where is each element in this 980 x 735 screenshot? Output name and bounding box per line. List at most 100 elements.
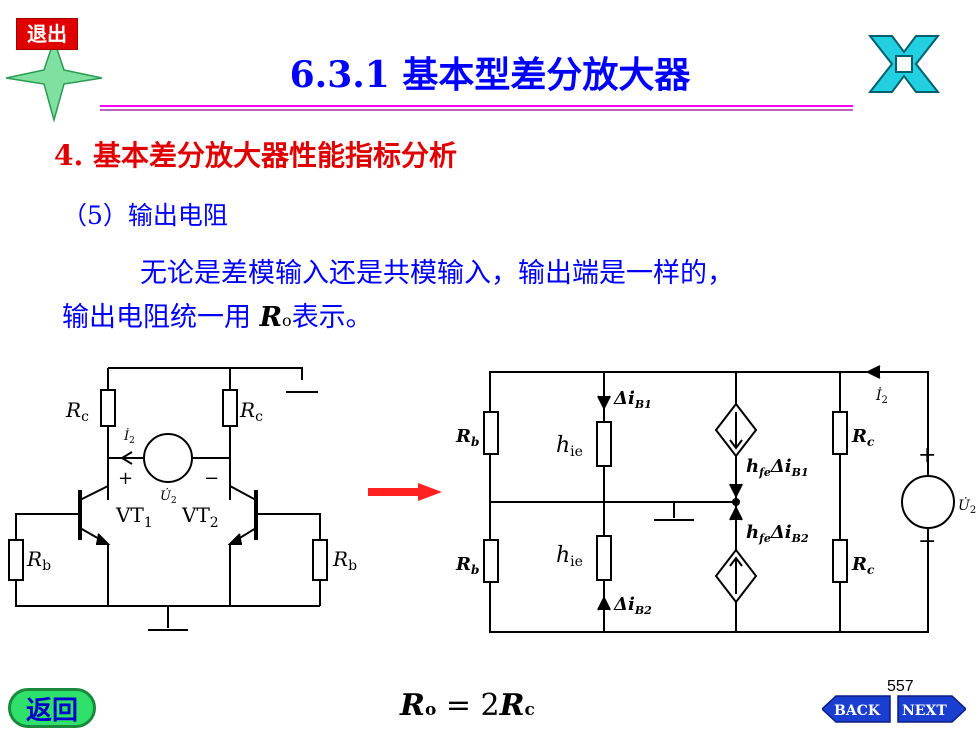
rc-upper-sub: c (867, 435, 875, 449)
rc-lower-label: R (851, 554, 867, 575)
svg-text:İ2: İ2 (875, 386, 888, 406)
rb-right-resistor (312, 539, 328, 581)
plus-left: + (118, 468, 133, 489)
i2-right-sub: 2 (882, 395, 888, 406)
minus-left: − (204, 468, 219, 489)
hie-upper-label: h (556, 433, 570, 458)
svg-text:Rc: Rc (851, 426, 875, 449)
di-b1-sub: B1 (634, 398, 652, 411)
back-button[interactable]: BACK (822, 694, 892, 724)
formula-eq: = 2 (436, 688, 500, 723)
hfe-b2-sub: fe (758, 532, 771, 545)
output-resistance-formula: Ro = 2Rc (400, 688, 535, 723)
hie-upper (596, 421, 612, 467)
u2-left-sub: 2 (171, 496, 177, 506)
rc-upper (832, 411, 848, 455)
hfe-b1-tail: Δi (770, 456, 792, 477)
plus-right: + (918, 443, 936, 468)
paragraph-text-end: 表示。 (291, 302, 373, 333)
rc-upper-label: R (851, 426, 867, 447)
next-button[interactable]: NEXT (896, 694, 966, 724)
u2-left-label: U̇ (160, 488, 172, 504)
svg-text:hie: hie (556, 543, 583, 570)
rb-upper-sub: b (471, 435, 479, 449)
rb-left-label: R (26, 547, 42, 571)
body-paragraph: 无论是差模输入还是共模输入，输出端是一样的， 输出电阻统一用 Ro表示。 (62, 252, 882, 343)
rc-left-label: R (65, 398, 81, 422)
svg-text:hie: hie (556, 433, 583, 460)
vt1-label: VT (115, 503, 144, 527)
svg-text:hfeΔiB2: hfeΔiB2 (746, 522, 809, 545)
rb-upper (483, 411, 499, 455)
u2-source-left (143, 433, 193, 483)
hfe-b1-label: h (746, 456, 759, 477)
di-b2-sub: B2 (634, 604, 652, 617)
vt2-sub: 2 (210, 515, 219, 531)
formula-rhs-sub: c (524, 700, 535, 720)
next-label: NEXT (902, 703, 947, 719)
rc-right-sub: c (255, 409, 263, 425)
u2-right-label: U̇ (958, 496, 971, 514)
hie-upper-sub: ie (570, 444, 583, 460)
hie-lower (596, 535, 612, 581)
close-cross-icon[interactable] (866, 30, 944, 98)
subsection-heading: （5）输出电阻 (62, 201, 228, 230)
vt1-sub: 1 (144, 515, 153, 531)
formula-lhs-sub: o (424, 700, 437, 720)
right-arrow-icon (368, 483, 442, 501)
rc-left-sub: c (81, 409, 89, 425)
svg-text:Rb: Rb (455, 426, 479, 449)
vt2-label: VT (181, 503, 210, 527)
ro-subscript: o (282, 311, 292, 330)
rc-lower (832, 539, 848, 583)
paragraph-text: 输出电阻统一用 (62, 302, 260, 333)
rb-lower (483, 539, 499, 583)
rc-left-resistor (100, 389, 116, 427)
svg-text:Rb: Rb (26, 547, 51, 574)
i2-right-label: İ (875, 386, 882, 404)
rb-left-sub: b (42, 558, 51, 574)
i2-left-sub: 2 (129, 436, 135, 446)
hfe-b2-tail-sub: B2 (791, 532, 809, 545)
svg-text:ΔiB2: ΔiB2 (613, 594, 652, 617)
return-button[interactable]: 返回 (8, 688, 96, 728)
page-title: 6.3.1 基本型差分放大器 (289, 54, 691, 96)
hfe-b2-label: h (746, 522, 759, 543)
svg-text:Rb: Rb (455, 554, 479, 577)
i2-left-label: İ (123, 427, 130, 444)
u2-right-sub: 2 (970, 505, 976, 516)
rb-left-resistor (8, 539, 24, 581)
rc-right-label: R (239, 398, 255, 422)
right-circuit (483, 365, 955, 633)
svg-text:ΔiB1: ΔiB1 (613, 388, 652, 411)
left-circuit (8, 367, 328, 631)
exit-button[interactable]: 退出 (16, 18, 78, 50)
svg-text:Rc: Rc (851, 554, 875, 577)
hie-lower-sub: ie (570, 554, 583, 570)
u2-source-right (901, 475, 955, 529)
svg-text:Rb: Rb (332, 547, 357, 574)
title-divider (100, 105, 853, 111)
svg-text:VT1: VT1 (115, 503, 153, 531)
rb-lower-label: R (455, 554, 471, 575)
svg-text:Rc: Rc (239, 398, 263, 425)
minus-right: − (918, 529, 936, 554)
svg-text:U̇2: U̇2 (160, 488, 177, 506)
hfe-b2-tail: Δi (770, 522, 792, 543)
formula-rhs: R (499, 688, 525, 723)
svg-text:İ2: İ2 (123, 427, 135, 446)
rc-right-resistor (222, 389, 238, 427)
svg-text:U̇2: U̇2 (958, 496, 976, 516)
back-label: BACK (834, 703, 881, 719)
hie-lower-label: h (556, 543, 570, 568)
rb-right-sub: b (348, 558, 357, 574)
rb-right-label: R (332, 547, 348, 571)
di-b1-label: Δi (613, 388, 635, 409)
rb-upper-label: R (455, 426, 471, 447)
svg-text:hfeΔiB1: hfeΔiB1 (746, 456, 809, 479)
section-heading: 4. 基本差分放大器性能指标分析 (54, 139, 457, 172)
svg-text:VT2: VT2 (181, 503, 219, 531)
di-b2-label: Δi (613, 594, 635, 615)
svg-text:Rc: Rc (65, 398, 89, 425)
page-number: 557 (887, 678, 914, 695)
